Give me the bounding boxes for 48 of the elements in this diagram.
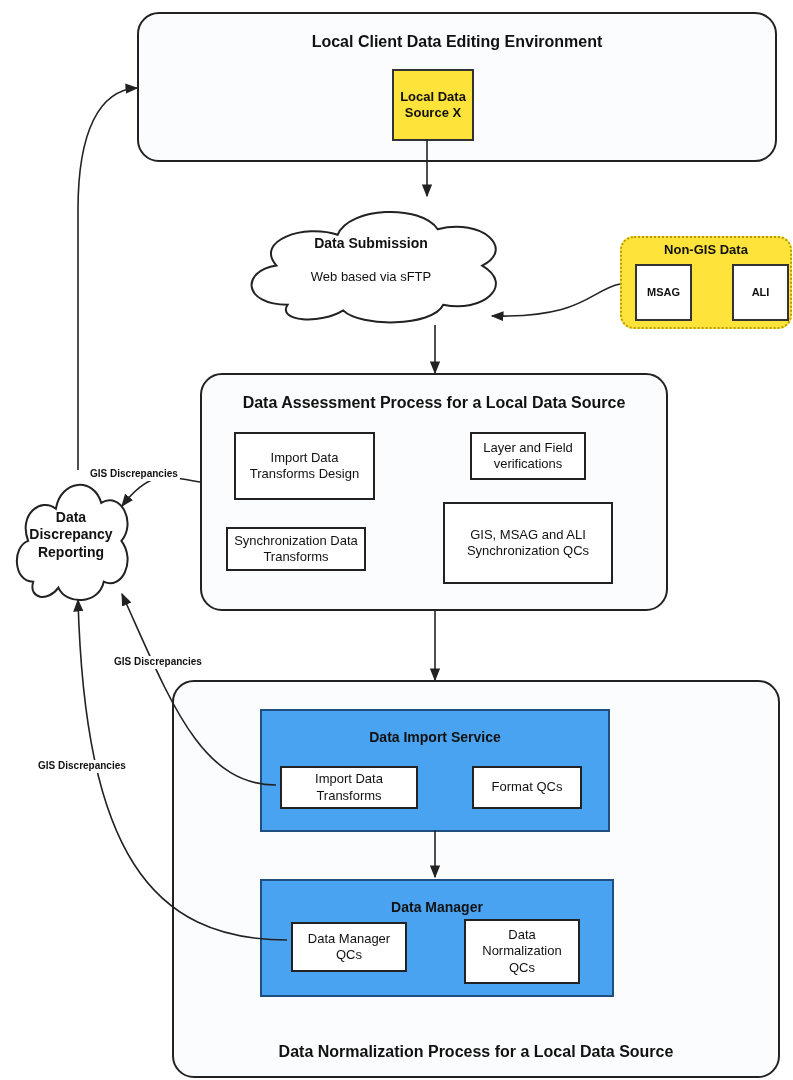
edge-label: GIS Discrepancies [88, 468, 180, 481]
edge-label: GIS Discrepancies [112, 656, 204, 669]
box-text: Import Data Transforms [314, 771, 384, 804]
panel-title: Data Normalization Process for a Local Data Source [277, 1042, 675, 1062]
box-text: Data Manager QCs [306, 930, 392, 964]
arrow [73, 598, 288, 941]
box-text: Import Data Transforms Design [248, 449, 361, 483]
process-box [291, 922, 407, 972]
environment-panel [137, 12, 777, 162]
box-text: MSAG [647, 285, 680, 301]
panel-title: Non-GIS Data [663, 241, 749, 259]
arrow [77, 84, 139, 471]
cloud-title: Data Discrepancy Reporting [28, 508, 114, 562]
box-text: Format QCs [491, 779, 563, 796]
edge-label: GIS Discrepancies [36, 760, 128, 773]
panel-title: Data Import Service [368, 728, 502, 747]
data-box [732, 264, 789, 321]
panel-title: Data Manager [390, 898, 484, 917]
panel-title: Local Client Data Editing Environment [310, 32, 604, 52]
cloud-title: Data Submission [314, 235, 428, 253]
arrow [429, 610, 441, 682]
source-box [392, 69, 474, 141]
box-text: Local Data Source X [399, 88, 467, 122]
cloud-text: Web based via sFTP [310, 268, 432, 285]
data-box [635, 264, 692, 321]
arrow [490, 283, 621, 322]
process-box [464, 919, 580, 984]
box-text: GIS, MSAG and ALI Synchronization QCs [465, 526, 591, 560]
process-box [226, 527, 366, 571]
box-text: ALI [751, 285, 770, 301]
arrow [429, 324, 441, 375]
box-text: Data Normalization QCs [481, 927, 563, 976]
box-text: Synchronization Data Transforms [233, 532, 359, 566]
process-box [472, 766, 582, 809]
process-box [443, 502, 613, 584]
service-panel [260, 709, 610, 832]
process-box [280, 766, 418, 809]
panel-title: Data Assessment Process for a Local Data Source [241, 393, 627, 413]
process-box [470, 432, 586, 480]
arrow [121, 592, 277, 786]
process-box [234, 432, 375, 500]
normalization-panel [172, 680, 780, 1078]
manager-panel [260, 879, 614, 997]
box-text: Layer and Field verifications [482, 439, 574, 473]
arrow [429, 829, 441, 879]
non-gis-group [620, 236, 792, 329]
arrow [421, 138, 433, 198]
assessment-panel [200, 373, 668, 611]
